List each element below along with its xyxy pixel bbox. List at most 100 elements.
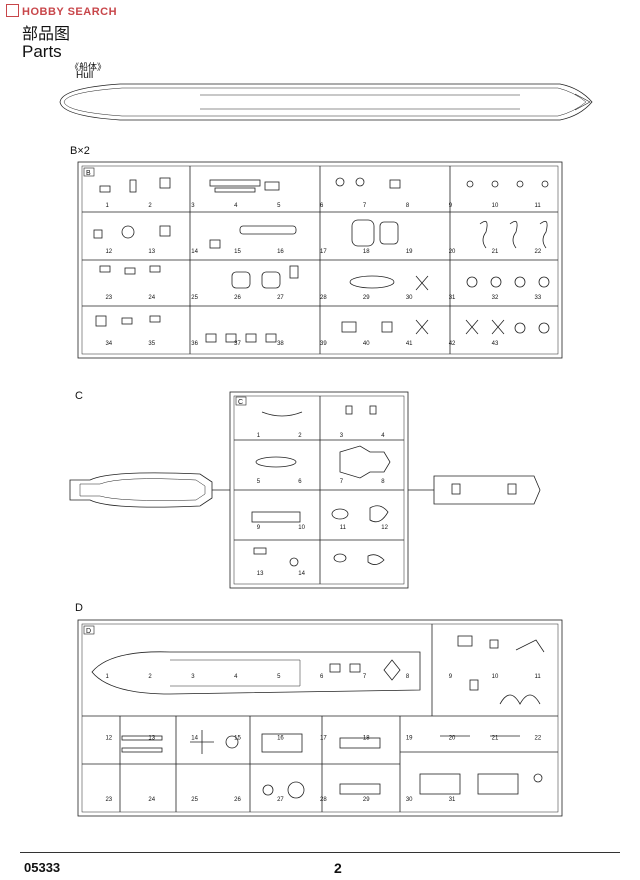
part-number-b-31: 31 <box>449 295 456 301</box>
part-number-d-17: 17 <box>320 735 327 741</box>
part-number-b-34: 34 <box>105 341 112 347</box>
part-number-b-8: 8 <box>406 203 410 209</box>
part-number-b-15: 15 <box>234 249 241 255</box>
part-number-b-25: 25 <box>191 295 198 301</box>
part-number-b-35: 35 <box>148 341 155 347</box>
part-number-d-31: 31 <box>449 797 456 803</box>
part-number-c-2: 2 <box>298 433 302 439</box>
part-number-d-3: 3 <box>191 674 195 680</box>
part-number-b-38: 38 <box>277 341 284 347</box>
part-number-c-5: 5 <box>257 479 261 485</box>
part-number-b-37: 37 <box>234 341 241 347</box>
part-number-c-13: 13 <box>257 571 264 577</box>
part-number-c-11: 11 <box>340 525 347 531</box>
part-number-d-24: 24 <box>148 797 155 803</box>
part-number-d-29: 29 <box>363 797 370 803</box>
part-number-b-2: 2 <box>148 203 152 209</box>
part-number-b-40: 40 <box>363 341 370 347</box>
part-number-b-9: 9 <box>449 203 453 209</box>
part-number-d-28: 28 <box>320 797 327 803</box>
part-number-c-8: 8 <box>381 479 385 485</box>
part-number-b-36: 36 <box>191 341 198 347</box>
part-number-d-12: 12 <box>105 735 112 741</box>
part-number-d-22: 22 <box>535 735 542 741</box>
part-number-b-17: 17 <box>320 249 327 255</box>
part-number-b-32: 32 <box>492 295 499 301</box>
part-number-d-1: 1 <box>105 674 109 680</box>
part-number-d-27: 27 <box>277 797 284 803</box>
hull-drawing <box>59 83 593 121</box>
sprue-c-heading: C <box>75 390 83 402</box>
part-number-b-21: 21 <box>492 249 499 255</box>
part-number-d-8: 8 <box>406 674 410 680</box>
hobby-search-watermark: HOBBY SEARCH <box>6 4 117 18</box>
part-number-d-18: 18 <box>363 735 370 741</box>
part-number-d-2: 2 <box>148 674 152 680</box>
part-number-b-20: 20 <box>449 249 456 255</box>
part-number-d-5: 5 <box>277 674 281 680</box>
part-number-b-7: 7 <box>363 203 367 209</box>
part-number-c-6: 6 <box>298 479 302 485</box>
part-number-b-24: 24 <box>148 295 155 301</box>
part-number-b-22: 22 <box>535 249 542 255</box>
hull-label-cn: 《船体》 <box>70 63 107 73</box>
part-number-b-14: 14 <box>191 249 198 255</box>
part-number-b-41: 41 <box>406 341 413 347</box>
part-number-b-27: 27 <box>277 295 284 301</box>
page-title-en: Parts <box>22 42 62 61</box>
sprue-c-frame <box>69 391 541 589</box>
part-number-b-33: 33 <box>535 295 542 301</box>
sprue-d-heading: D <box>75 602 83 614</box>
page-title-cn: 部品图 <box>22 24 71 43</box>
part-number-d-11: 11 <box>535 674 542 680</box>
part-number-b-10: 10 <box>492 203 499 209</box>
part-number-b-16: 16 <box>277 249 284 255</box>
part-number-b-23: 23 <box>105 295 112 301</box>
part-number-c-7: 7 <box>340 479 344 485</box>
part-number-d-14: 14 <box>191 735 198 741</box>
part-number-d-15: 15 <box>234 735 241 741</box>
part-number-d-26: 26 <box>234 797 241 803</box>
part-number-d-19: 19 <box>406 735 413 741</box>
part-number-d-4: 4 <box>234 674 238 680</box>
part-number-b-42: 42 <box>449 341 456 347</box>
part-number-b-43: 43 <box>492 341 499 347</box>
part-number-c-3: 3 <box>340 433 344 439</box>
part-number-b-39: 39 <box>320 341 327 347</box>
page-number: 2 <box>334 860 342 876</box>
part-number-b-29: 29 <box>363 295 370 301</box>
sprue-b-frame <box>77 161 563 359</box>
footer-divider <box>20 852 620 853</box>
sprue-d-frame <box>77 619 563 817</box>
part-number-b-1: 1 <box>105 203 109 209</box>
part-number-c-1: 1 <box>257 433 261 439</box>
watermark-logo-icon <box>6 4 19 17</box>
part-number-c-9: 9 <box>257 525 261 531</box>
part-number-c-14: 14 <box>298 571 305 577</box>
part-number-b-3: 3 <box>191 203 195 209</box>
part-number-d-25: 25 <box>191 797 198 803</box>
part-number-b-18: 18 <box>363 249 370 255</box>
part-number-d-23: 23 <box>105 797 112 803</box>
sprue-c-letter: C <box>238 399 243 406</box>
part-number-d-16: 16 <box>277 735 284 741</box>
part-number-b-19: 19 <box>406 249 413 255</box>
part-number-b-13: 13 <box>148 249 155 255</box>
part-number-d-20: 20 <box>449 735 456 741</box>
part-number-d-9: 9 <box>449 674 453 680</box>
part-number-c-12: 12 <box>381 525 388 531</box>
part-number-b-12: 12 <box>105 249 112 255</box>
part-number-b-28: 28 <box>320 295 327 301</box>
part-number-d-30: 30 <box>406 797 413 803</box>
part-number-d-21: 21 <box>492 735 499 741</box>
product-code: 05333 <box>24 860 61 875</box>
part-number-d-6: 6 <box>320 674 324 680</box>
part-number-b-6: 6 <box>320 203 324 209</box>
part-number-d-7: 7 <box>363 674 367 680</box>
watermark-text: HOBBY SEARCH <box>22 6 118 18</box>
part-number-b-26: 26 <box>234 295 241 301</box>
hull-label-en: Hull <box>76 70 94 81</box>
part-number-d-10: 10 <box>492 674 499 680</box>
part-number-b-5: 5 <box>277 203 281 209</box>
